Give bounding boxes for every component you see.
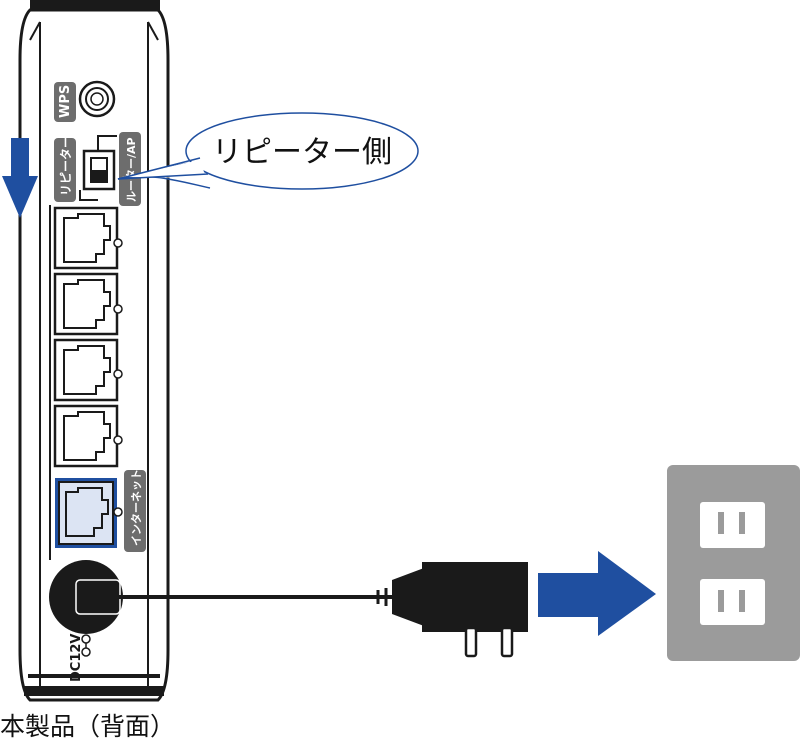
lan-port-4[interactable] bbox=[53, 404, 119, 468]
lan-port-2[interactable] bbox=[53, 272, 119, 336]
lan-port-3[interactable] bbox=[53, 338, 119, 402]
wps-label-badge bbox=[54, 82, 76, 122]
lan-led-2 bbox=[113, 304, 123, 314]
router-back-panel: WPS リピーター ルーター/AP bbox=[18, 0, 170, 702]
internet-port[interactable] bbox=[55, 478, 117, 548]
callout-balloon: リピーター側 bbox=[117, 112, 419, 190]
switch-knob[interactable] bbox=[91, 170, 107, 182]
figure-caption: 本製品（背面） bbox=[0, 712, 176, 741]
lan-led-4 bbox=[113, 435, 123, 445]
wps-button[interactable] bbox=[78, 80, 116, 118]
outlet-socket-top bbox=[700, 502, 765, 548]
internet-port-label: インターネット bbox=[130, 469, 143, 546]
lan-led-1 bbox=[113, 238, 123, 248]
repeater-label-badge bbox=[54, 138, 76, 202]
adapter-prong-right bbox=[500, 626, 514, 658]
router-ap-mode-label: ルーター/AP bbox=[125, 137, 138, 202]
internet-label-badge bbox=[124, 470, 146, 552]
lan-led-3 bbox=[113, 369, 123, 379]
mode-switch[interactable] bbox=[82, 149, 116, 191]
ac-adapter bbox=[392, 562, 528, 658]
outlet-socket-bottom bbox=[700, 579, 765, 625]
arrow-down-icon bbox=[2, 138, 38, 218]
wps-label: WPS bbox=[58, 85, 73, 118]
adapter-prong-left bbox=[464, 626, 478, 658]
repeater-mode-label: リピーター bbox=[59, 136, 73, 196]
arrow-right-icon bbox=[538, 551, 656, 636]
dc-plug bbox=[75, 579, 121, 615]
internet-led bbox=[113, 507, 123, 517]
router-ap-label-badge bbox=[119, 132, 141, 206]
lan-port-1[interactable] bbox=[53, 206, 119, 270]
dc-polarity-icon bbox=[81, 634, 91, 657]
power-spec-label: DC12V bbox=[69, 634, 84, 682]
callout-text: リピーター側 bbox=[212, 135, 392, 170]
router-bottom-rail bbox=[24, 686, 164, 696]
wall-outlet bbox=[667, 465, 800, 661]
